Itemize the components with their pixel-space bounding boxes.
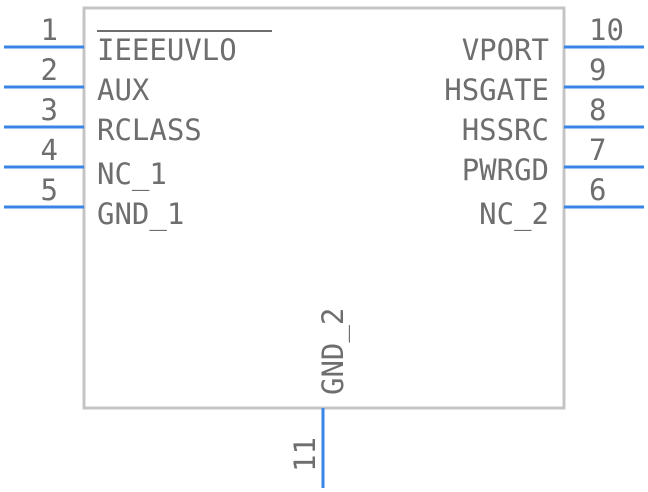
pin-8-label: HSSRC <box>462 113 549 147</box>
pin-1-number: 1 <box>41 13 58 47</box>
pin-7-label: PWRGD <box>462 153 549 187</box>
pin-9-number: 9 <box>589 53 606 87</box>
pin-6[interactable]: 6 NC_2 <box>479 173 644 232</box>
pin-2-label: AUX <box>97 73 150 107</box>
pin-9-label: HSGATE <box>444 73 549 107</box>
pin-2[interactable]: 2 AUX <box>4 53 150 107</box>
pin-4-number: 4 <box>41 133 58 167</box>
pin-8-number: 8 <box>589 93 606 127</box>
pin-10-number: 10 <box>589 13 624 47</box>
pin-3-number: 3 <box>41 93 58 127</box>
pin-6-label: NC_2 <box>479 197 549 232</box>
pin-9[interactable]: 9 HSGATE <box>444 53 644 107</box>
pin-10[interactable]: 10 VPORT <box>462 13 644 67</box>
pin-11-label: GND_2 <box>316 308 351 395</box>
pin-2-number: 2 <box>41 53 58 87</box>
component-body <box>82 6 566 410</box>
pin-3[interactable]: 3 RCLASS <box>4 93 202 147</box>
pin-5-number: 5 <box>41 173 58 207</box>
pin-5[interactable]: 5 GND_1 <box>4 173 184 232</box>
pin-1-label: IEEEUVLO <box>97 33 237 67</box>
pin-7[interactable]: 7 PWRGD <box>462 133 644 187</box>
pin-5-label: GND_1 <box>97 197 184 232</box>
pin-10-label: VPORT <box>462 33 549 67</box>
pin-3-label: RCLASS <box>97 113 202 147</box>
pin-7-number: 7 <box>589 133 606 167</box>
pin-8[interactable]: 8 HSSRC <box>462 93 644 147</box>
pin-11-number: 11 <box>288 437 322 472</box>
pin-11[interactable]: 11 GND_2 <box>288 308 351 488</box>
pin-4-label: NC_1 <box>97 157 167 192</box>
pin-1[interactable]: 1 IEEEUVLO <box>4 13 272 67</box>
pin-4[interactable]: 4 NC_1 <box>4 133 167 192</box>
pin-6-number: 6 <box>589 173 606 207</box>
